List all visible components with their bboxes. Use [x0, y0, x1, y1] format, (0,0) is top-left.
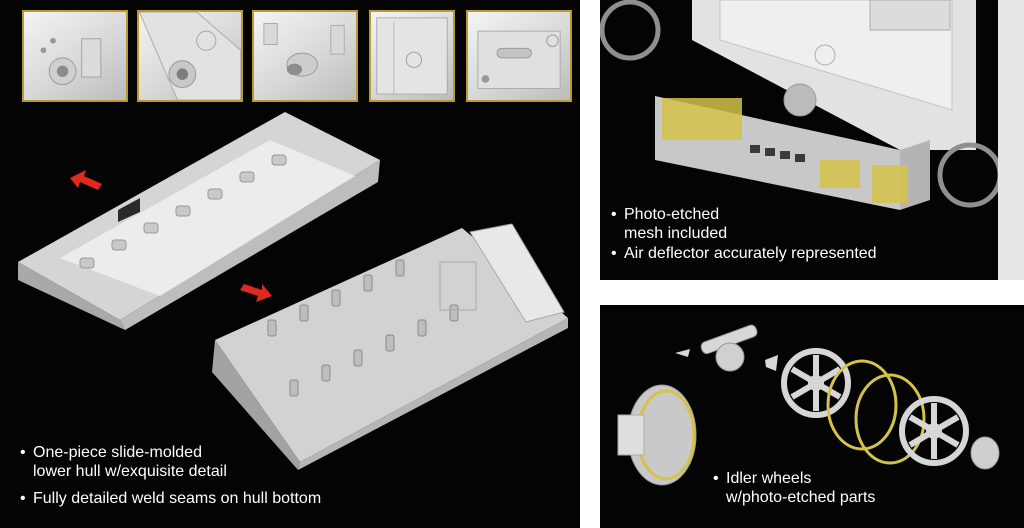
caption-idler-line2: w/photo-etched parts: [726, 489, 876, 506]
engine-deck-illustration: [600, 0, 1024, 280]
caption-weld-seams-text: Fully detailed weld seams on hull bottom: [33, 490, 322, 507]
caption-air-deflector-text: Air deflector accurately represented: [624, 245, 877, 262]
caption-mesh-line1: Photo-etched: [624, 206, 720, 223]
caption-lower-hull-line1: One-piece slide-molded: [33, 444, 202, 461]
caption-lower-hull: •One-piece slide-molded lower hull w/exq…: [20, 444, 227, 480]
idler-wheel-panel: •Idler wheels w/photo-etched parts: [600, 305, 1024, 528]
detail-thumbnail-5: [466, 10, 572, 102]
hull-detail-panel: •One-piece slide-molded lower hull w/exq…: [0, 0, 580, 528]
caption-mesh-line2: mesh included: [624, 225, 728, 242]
caption-weld-seams: •Fully detailed weld seams on hull botto…: [20, 490, 322, 507]
idler-wheel-illustration: [617, 324, 1000, 486]
caption-photo-etched-mesh: •Photo-etched mesh included: [611, 206, 728, 242]
caption-idler-wheels: •Idler wheels w/photo-etched parts: [713, 470, 876, 506]
mesh-detail-panel: •Photo-etched mesh included •Air deflect…: [600, 0, 1024, 280]
hull-illustration: [18, 112, 568, 470]
caption-air-deflector: •Air deflector accurately represented: [611, 245, 877, 262]
detail-thumbnail-3: [252, 10, 358, 102]
caption-lower-hull-line2: lower hull w/exquisite detail: [33, 463, 227, 480]
detail-thumbnail-2: [137, 10, 243, 102]
detail-thumbnail-4: [369, 10, 455, 102]
detail-thumbnail-1: [22, 10, 128, 102]
caption-idler-line1: Idler wheels: [726, 470, 812, 487]
